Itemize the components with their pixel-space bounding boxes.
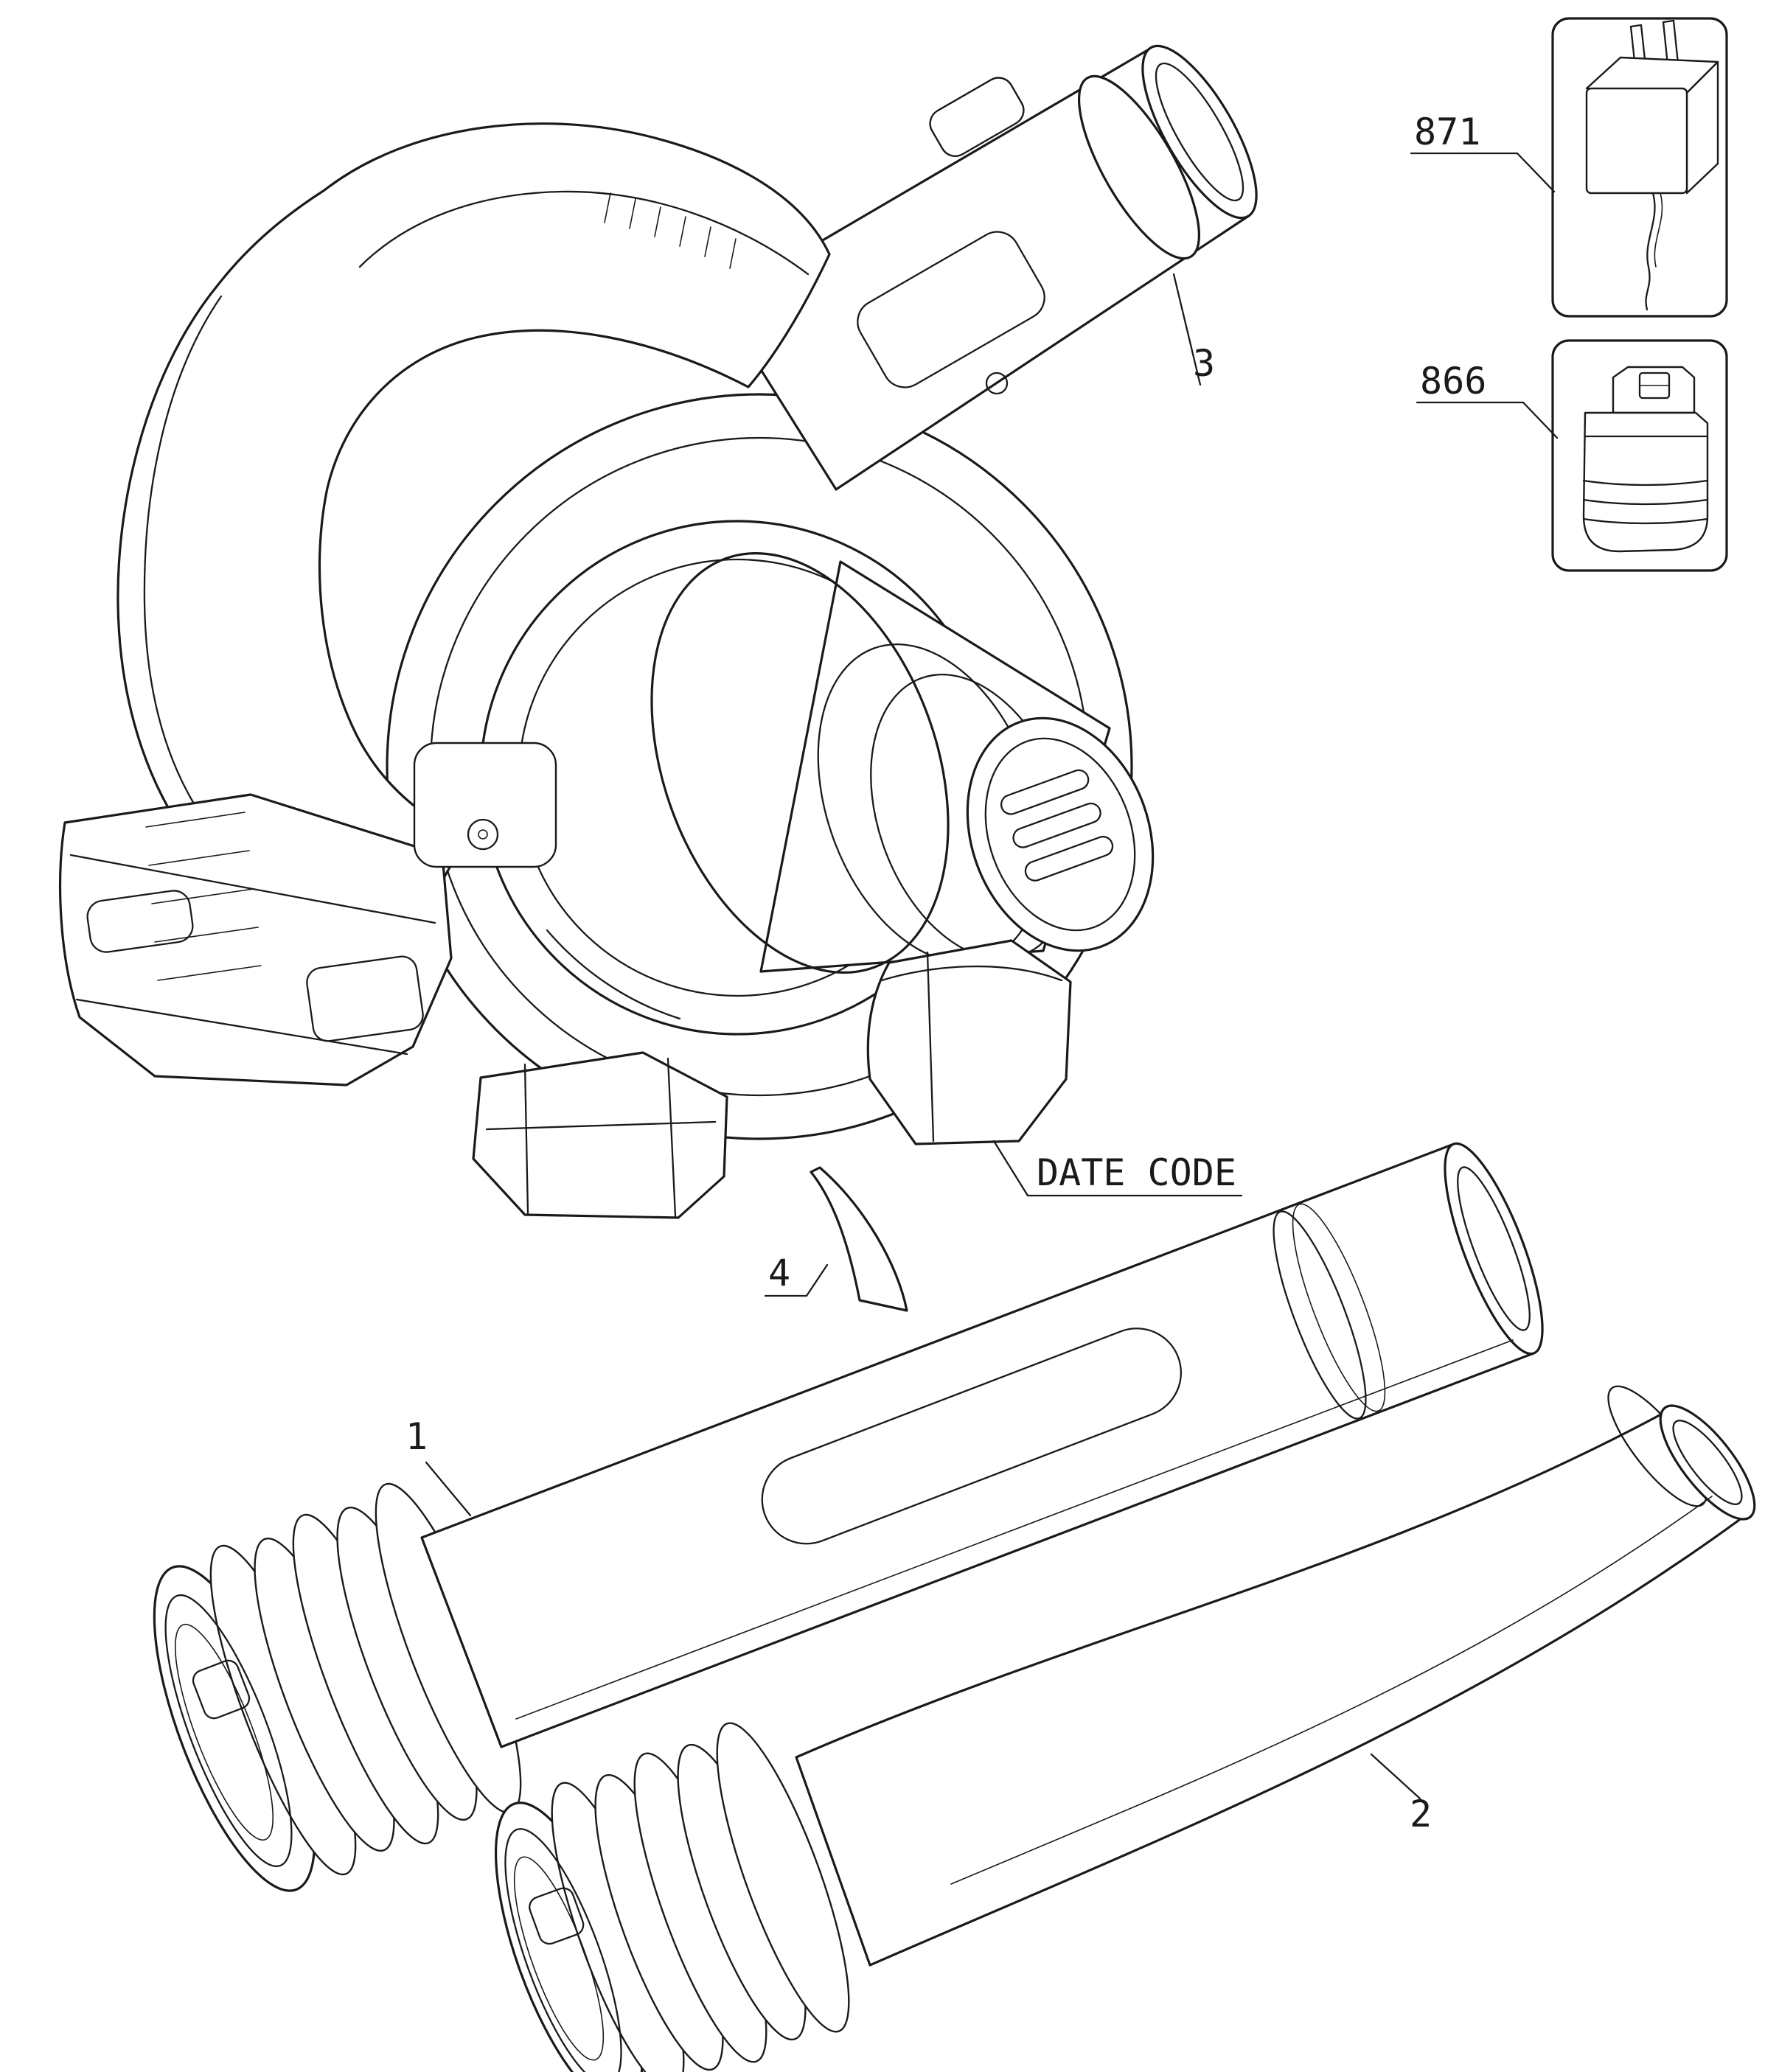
leader-1: [425, 1461, 472, 1517]
panel-screw: [467, 818, 499, 851]
blower-battery-foot: [59, 793, 453, 1086]
tube2-crease: [950, 1496, 1713, 1885]
callout-tube-straight: 1: [405, 1415, 428, 1458]
tube2-latch-hole: [529, 1887, 585, 1945]
callout-tube-curved: 2: [1410, 1793, 1432, 1835]
duct-clamp-screw: [985, 372, 1009, 395]
cone-base-ring: [650, 552, 950, 974]
tube1-end-cap: [1444, 1142, 1544, 1356]
label-sticker-part: [810, 1166, 908, 1312]
charger-cord: [1645, 192, 1656, 311]
callout-blower: 3: [1193, 342, 1215, 385]
tube1-seam: [515, 1339, 1514, 1720]
leader-4: [764, 1263, 829, 1297]
grille-slot: [1000, 769, 1090, 815]
duct-latch-tab: [929, 77, 1025, 157]
grille-slot: [1012, 802, 1101, 848]
side-panel: [413, 742, 557, 868]
battery-pack-icon: [1582, 366, 1709, 553]
callout-battery: 866: [1420, 360, 1486, 402]
blower-motor-cone: [650, 552, 1155, 974]
leader-date-code: [992, 1140, 1243, 1197]
blower-left-foot: [472, 1051, 728, 1219]
tube-curved-figure: [494, 1385, 1756, 2072]
blower-handle: [116, 122, 831, 964]
blower-right-foot: [866, 939, 1072, 1145]
cone-grille: [966, 716, 1155, 952]
blower-outlet-duct: [717, 44, 1258, 491]
tube1-latch-hole: [192, 1659, 251, 1720]
duct-label-recess: [857, 231, 1045, 388]
charger-plug-icon: [1585, 19, 1719, 311]
duct-open-end: [1141, 44, 1258, 220]
blower-figure: [59, 44, 1258, 1312]
plug-prong: [1629, 24, 1647, 69]
leader-2: [1370, 1753, 1421, 1800]
tube2-rib: [716, 1722, 850, 2033]
callout-date-code: DATE CODE: [1037, 1151, 1236, 1194]
leader-3: [1172, 273, 1202, 386]
callout-leaders: [425, 152, 1559, 1800]
foot-label-recess: [306, 955, 424, 1042]
leader-871: [1410, 152, 1556, 193]
tube1-joint-ring: [1273, 1210, 1367, 1420]
tube2-end-cap: [1659, 1404, 1756, 1521]
callout-sticker: 4: [768, 1252, 790, 1294]
callout-charger: 871: [1414, 111, 1480, 153]
grip-texture-lines: [604, 192, 737, 269]
tube-straight-figure: [153, 1142, 1544, 1892]
callout-labels: 871 866 3 DATE CODE 4 1 2: [405, 111, 1486, 1835]
plug-prong: [1662, 19, 1679, 66]
tube1-surface-recess: [761, 1328, 1183, 1545]
leader-866: [1416, 401, 1559, 439]
grille-slot: [1024, 835, 1114, 882]
foot-vent-lines: [145, 812, 262, 981]
battery-figure: [1551, 339, 1728, 572]
battery-release-latch: [86, 890, 194, 953]
charger-figure: [1551, 17, 1728, 318]
